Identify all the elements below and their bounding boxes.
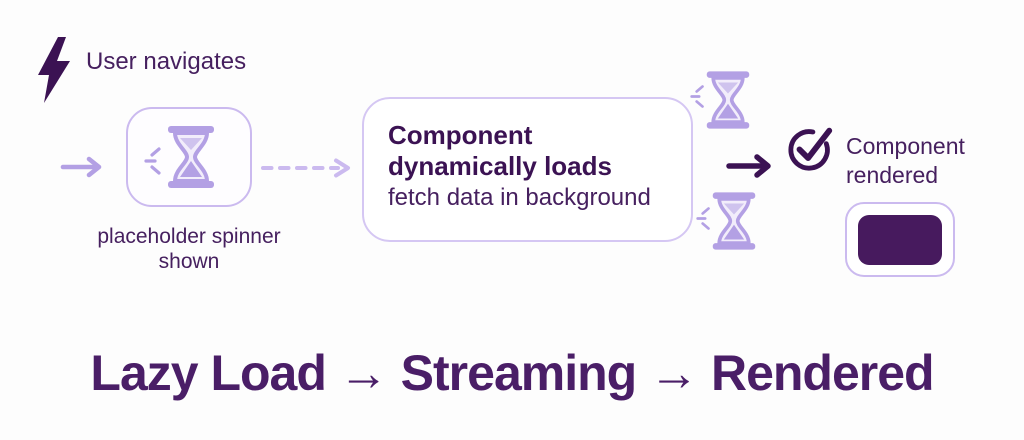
hourglass-icon — [712, 192, 756, 250]
rendered-component-box — [845, 202, 955, 277]
component-loads-box: Component dynamically loads fetch data i… — [362, 97, 693, 242]
loads-subtitle: fetch data in background — [388, 184, 651, 211]
component-rendered-label: Component rendered — [846, 133, 965, 188]
hourglass-icon — [168, 126, 214, 188]
arrow-right-icon — [60, 156, 102, 178]
check-circle-icon — [788, 127, 833, 171]
motion-sparks-icon — [696, 207, 710, 230]
hourglass-icon — [706, 71, 750, 129]
spinner-caption: placeholder spinner shown — [97, 225, 281, 273]
placeholder-spinner-box — [126, 107, 252, 207]
motion-sparks-icon — [144, 147, 161, 175]
arrow-right-icon — [726, 154, 771, 178]
loads-title: Component dynamically loads — [388, 120, 612, 181]
diagram-title: Lazy Load → Streaming → Rendered — [90, 345, 934, 401]
motion-sparks-icon — [690, 85, 704, 108]
rendered-component-swatch — [858, 214, 942, 265]
dashed-arrow-icon — [261, 158, 350, 178]
user-navigates-label: User navigates — [86, 48, 247, 75]
lightning-bolt-icon — [38, 37, 70, 103]
